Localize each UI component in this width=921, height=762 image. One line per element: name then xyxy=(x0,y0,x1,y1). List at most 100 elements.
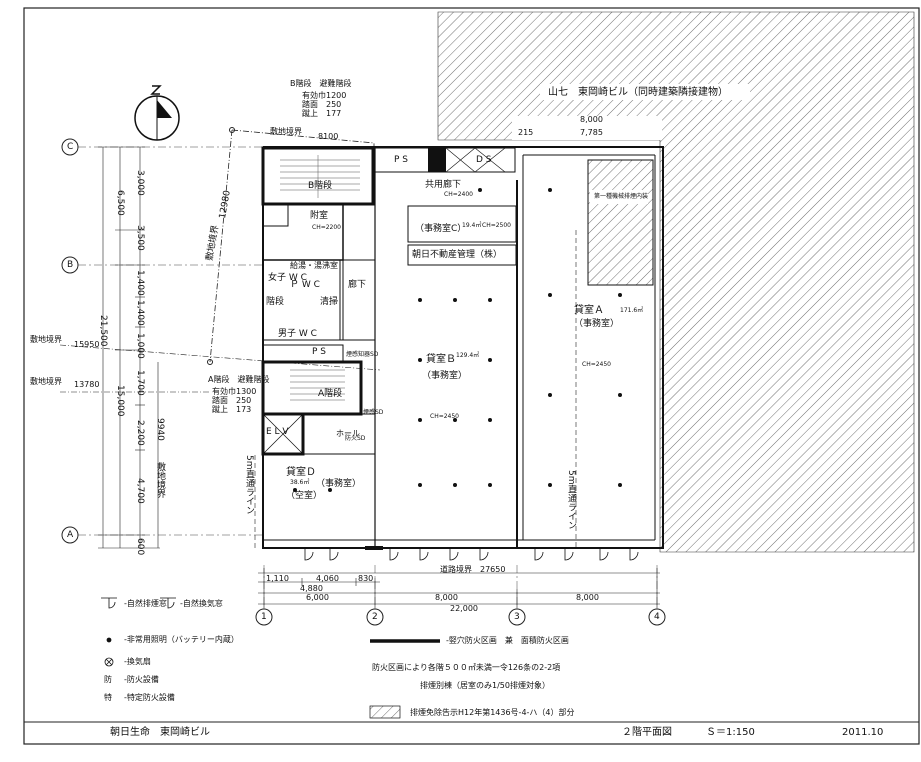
smoke-shaft xyxy=(587,159,654,286)
natural-vent-window-icon xyxy=(160,597,176,609)
dim-b-6: 8,000 xyxy=(435,593,458,602)
grid-bubble-c xyxy=(61,138,79,156)
room-d-use: （事務室） xyxy=(316,479,362,489)
legend-emergency-light: -非常用照明（バッテリー内蔵） xyxy=(124,635,239,644)
a-stair-note-2: 踏面 250 xyxy=(212,396,252,405)
room-d-label: 貸室Ｄ xyxy=(286,467,316,478)
dim-a1: 1,700 xyxy=(135,370,145,396)
boundary-dim-top: 8100 xyxy=(318,132,339,141)
dim-b-3: 830 xyxy=(358,574,374,583)
dim-b2: 1,400 xyxy=(135,300,145,326)
a-stair-note-1: 有効巾1300 xyxy=(212,387,257,396)
grid-bubble-b xyxy=(61,256,79,274)
dim-c1: 3,000 xyxy=(135,170,145,196)
legend-sym-fire: 防 xyxy=(104,675,112,684)
fire-door-sd: 防火SD xyxy=(345,435,366,442)
boundary-label-left1: 敷地境界 xyxy=(30,335,62,344)
stair-small-label: 階段 xyxy=(266,297,285,307)
neighbor-label-bg xyxy=(540,84,750,100)
legend-fire-equipment: -防火設備 xyxy=(124,675,159,684)
a-stair-note-3: 蹴上 173 xyxy=(212,405,252,414)
boundary-dim-left3: 9940 xyxy=(155,418,165,441)
legend-special-fire-equipment: -特定防火設備 xyxy=(124,693,175,702)
women-wc-label: 女子 W C xyxy=(268,273,307,283)
dim-seg2: 15,000 xyxy=(115,385,125,417)
legend-smoke-separate: 排煙別棟（居室のみ1/50排煙対象） xyxy=(420,681,550,690)
legend-sym-special: 特 xyxy=(104,693,112,702)
fire-door-black xyxy=(365,546,383,550)
grid-bubble-1 xyxy=(255,608,273,626)
dim-b-1: 1,110 xyxy=(266,574,289,583)
exhaust-fan-icon xyxy=(104,657,114,667)
shaft-note: 第一種機械排煙内装 xyxy=(594,193,649,200)
dim-c2: 3,500 xyxy=(135,225,145,251)
anteroom-ch: CH=2200 xyxy=(312,224,341,231)
grid-label-1: 1 xyxy=(261,612,267,622)
dim-a4: 600 xyxy=(135,538,145,556)
legend-smoke-exempt: 排煙免除告示H12年第1436号-4-ハ（4）部分 xyxy=(410,708,575,717)
office-c-area: 19.4㎡ xyxy=(462,222,482,229)
b-stair-note-1: 有効巾1200 xyxy=(302,91,347,100)
grid-label-4: 4 xyxy=(654,612,660,622)
hallway-label: 廊下 xyxy=(348,280,367,290)
dim-b-4: 4,880 xyxy=(300,584,323,593)
legend-fire-rule: 防火区画により各階５００㎡未満一令126条の2-2項 xyxy=(372,663,561,672)
b-stair-label: B階段 xyxy=(308,181,333,191)
dim-a3: 4,700 xyxy=(135,478,145,504)
neighbor-dim-width: 8,000 xyxy=(580,115,603,124)
dim-b1: 1,400 xyxy=(135,270,145,296)
dim-seg1: 6,500 xyxy=(115,190,125,216)
five-m-line-right: 5m直通ライン xyxy=(566,470,576,530)
road-boundary: 道路境界 27650 xyxy=(440,565,506,574)
grid-label-b: B xyxy=(67,260,74,270)
grid-label-3: 3 xyxy=(514,612,520,622)
cleaning-label: 清掃 xyxy=(320,297,339,307)
smoke-exempt-legend-icon xyxy=(369,705,401,719)
b-stair-note-2: 踏面 250 xyxy=(302,100,342,109)
grid-bubble-2 xyxy=(366,608,384,626)
grid-bubble-a xyxy=(61,526,79,544)
smoke-sensor-b: 煙感知器SD xyxy=(346,351,379,358)
smoke-sensor-d: 煙感SD xyxy=(363,409,384,416)
room-a-area: 171.6㎡ xyxy=(620,307,644,314)
room-a-use: （事務室） xyxy=(574,319,620,329)
ps-label-2: P S xyxy=(312,347,327,357)
legend-exhaust-fan: -換気扇 xyxy=(124,657,151,666)
room-d xyxy=(262,453,376,541)
room-a-ch: CH=2450 xyxy=(582,361,611,368)
neighbor-building-hatch xyxy=(437,11,915,553)
dim-b3: 1,000 xyxy=(135,333,145,359)
footer-date: 2011.10 xyxy=(842,727,884,738)
room-d-area: 38.6㎡ xyxy=(290,479,310,486)
dim-b-5: 6,000 xyxy=(306,593,329,602)
elv-label: E L V xyxy=(266,427,289,437)
grid-label-2: 2 xyxy=(372,612,378,622)
dim-b-2: 4,060 xyxy=(316,574,339,583)
asahi-label: 朝日不動産管理（株） xyxy=(412,250,503,260)
dim-total-vertical: 21,500 xyxy=(98,315,108,347)
ps-label-1: P S xyxy=(394,155,409,165)
grid-label-c: C xyxy=(67,142,74,152)
room-a-label: 貸室Ａ xyxy=(574,305,604,316)
grid-bubble-3 xyxy=(508,608,526,626)
five-m-line-left: 5m直通ライン xyxy=(244,455,254,515)
b-stair-note-title: B階段 避難階段 xyxy=(290,79,352,88)
neighbor-dim-a: 215 xyxy=(518,128,534,137)
dim-b-total: 22,000 xyxy=(450,604,478,613)
sheet-border xyxy=(23,7,920,745)
grid-bubble-4 xyxy=(648,608,666,626)
pwc-label: Ｐ W C xyxy=(290,280,320,290)
footer-scale: Ｓ＝1:150 xyxy=(706,727,755,738)
room-d-vacant: （空室） xyxy=(286,491,323,501)
a-stair-label: A階段 xyxy=(318,389,343,399)
grid-label-a: A xyxy=(67,530,74,540)
boundary-dim-left1: 15950 xyxy=(74,340,100,349)
boundary-label-left3: 敷地境界 xyxy=(155,462,165,498)
b-stair-note-3: 蹴上 177 xyxy=(302,109,342,118)
north-arrow-icon xyxy=(134,85,180,141)
office-c-ch: CH=2500 xyxy=(482,222,511,229)
legend-natural-vent: -自然換気窓 xyxy=(180,599,223,608)
footer-drawing-title: ２階平面図 xyxy=(622,727,672,738)
footer-building-name: 朝日生命 東岡崎ビル xyxy=(110,727,210,738)
